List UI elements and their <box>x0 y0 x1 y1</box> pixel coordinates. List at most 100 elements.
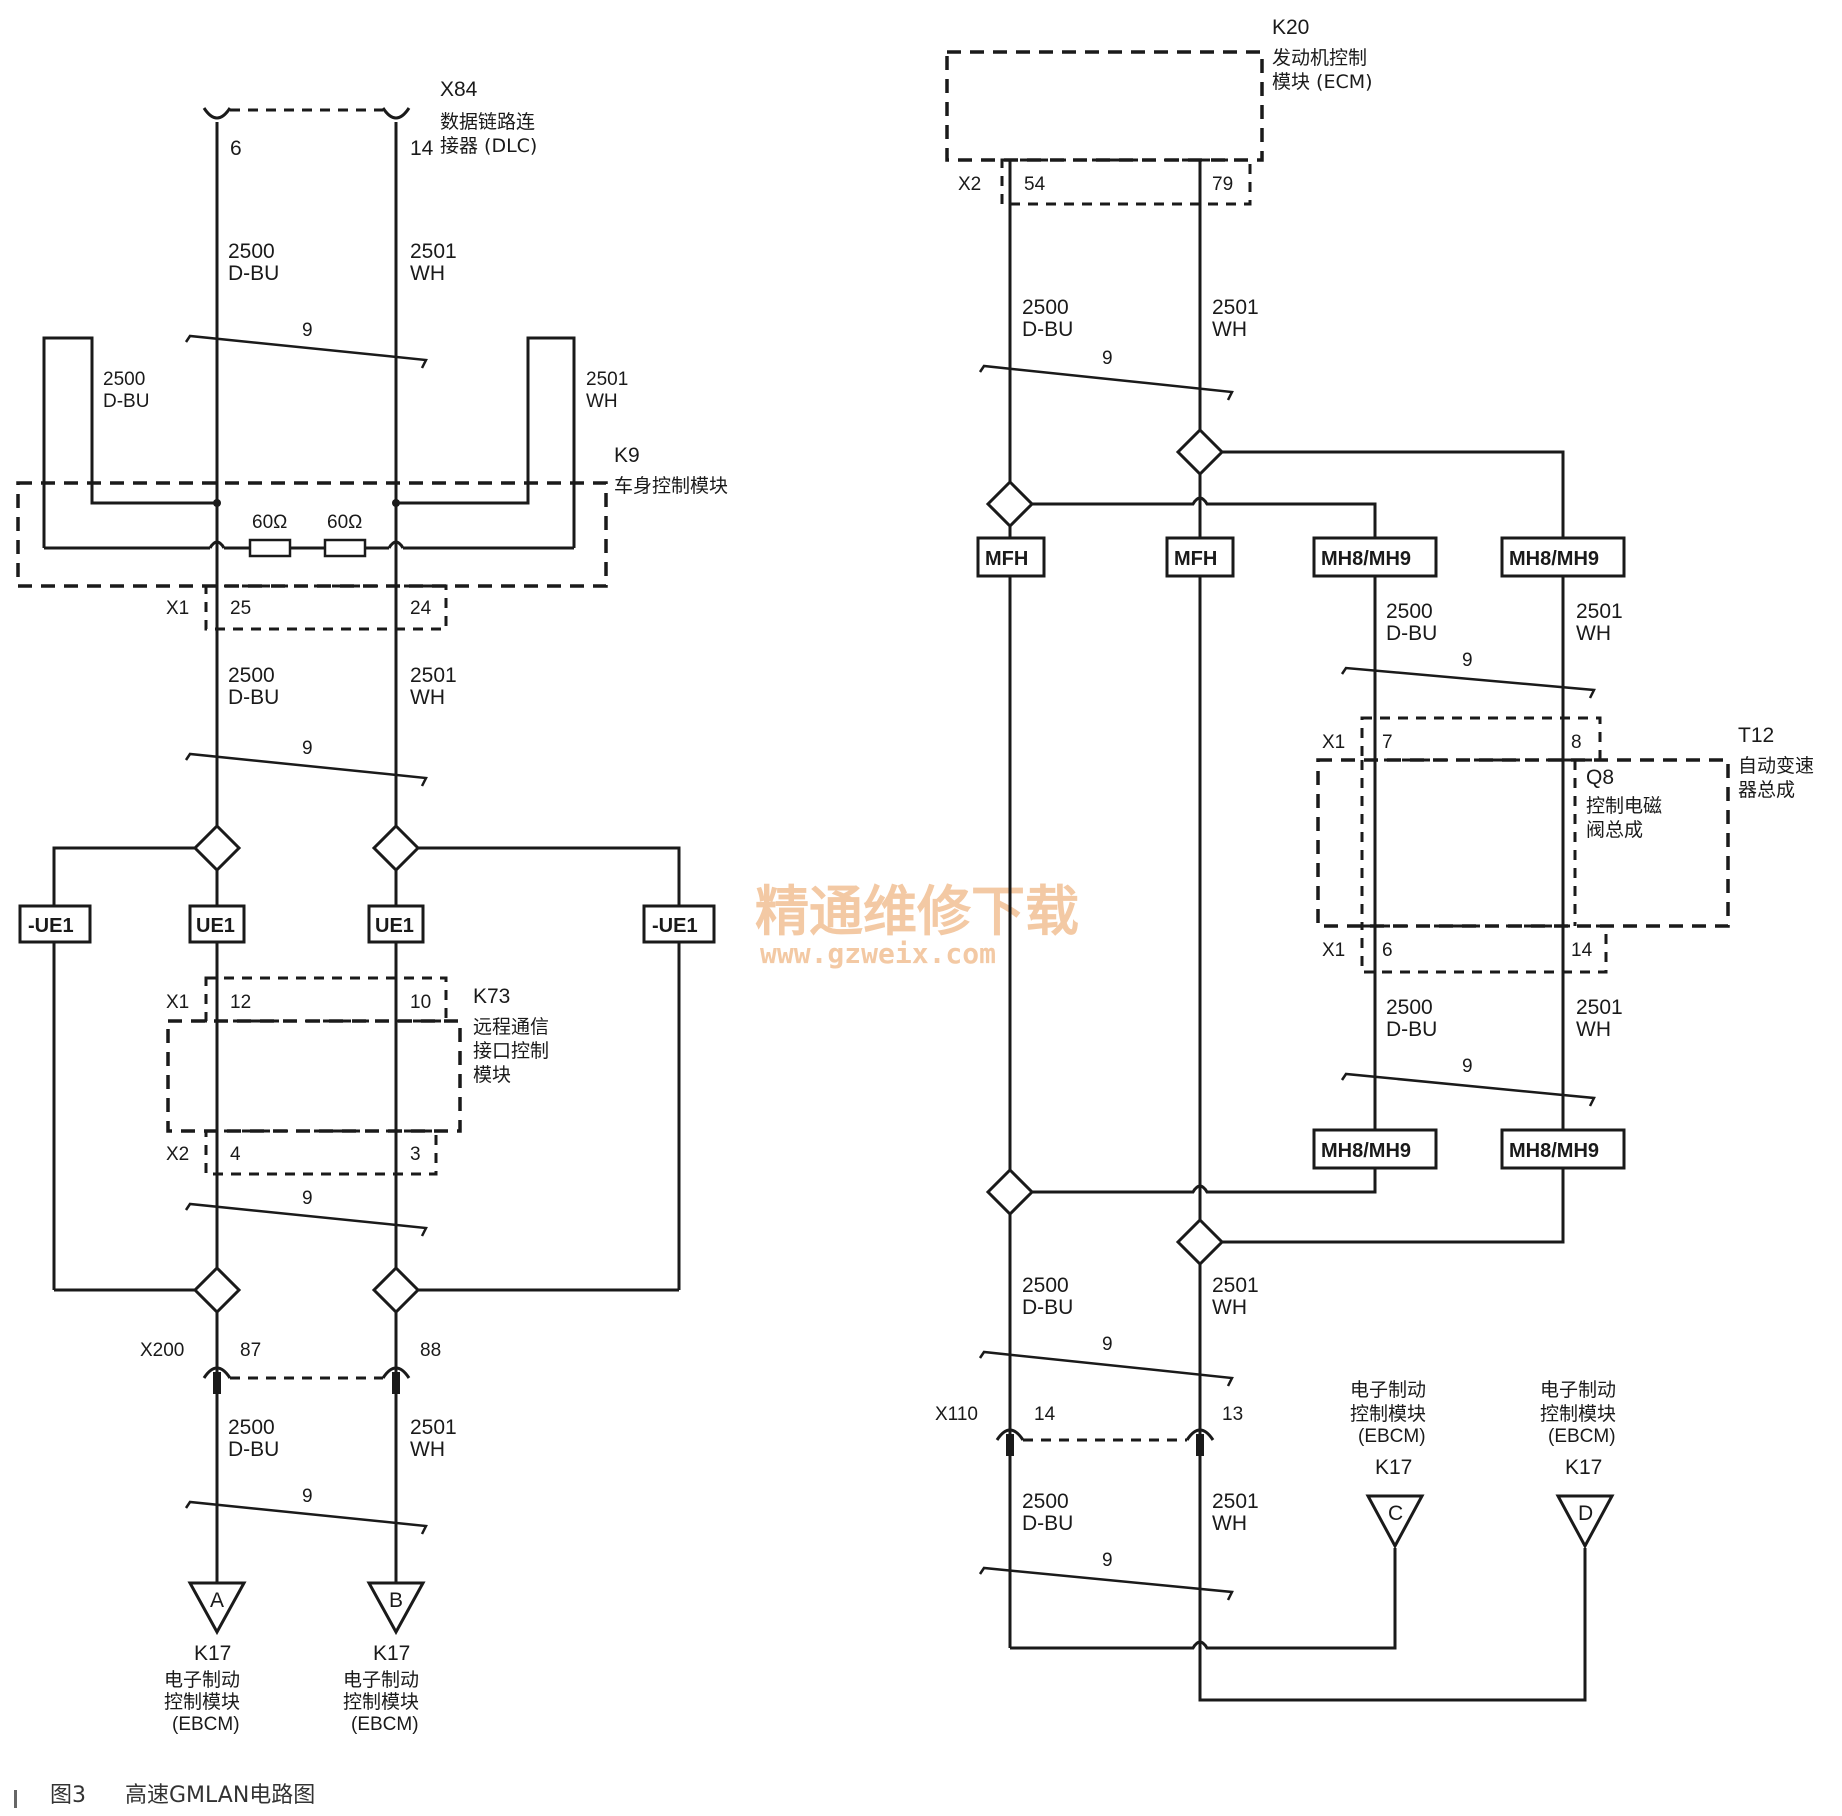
wire-label-wh: WH <box>1576 622 1611 645</box>
k73-bottom-connector <box>204 1129 438 1176</box>
t12-pin-7: 7 <box>1382 732 1393 753</box>
t12-transmission-assembly: X1 7 8 T12 自动变速 器总成 Q8 控制电磁 阀总成 X1 6 14 <box>1316 716 1814 974</box>
x200-pin-87: 87 <box>240 1340 261 1361</box>
k9-crossover-left <box>208 540 226 549</box>
x110-connector: X110 14 13 <box>935 1404 1243 1456</box>
q8-name-1: 控制电磁 <box>1586 795 1662 817</box>
terminal-triangle <box>366 1581 426 1636</box>
twist-marker <box>1340 1072 1596 1107</box>
branch-mh-to-blue <box>1032 1168 1377 1194</box>
branch-mh-to-white <box>1222 1168 1565 1244</box>
terminal-abbr: (EBCM) <box>172 1714 240 1735</box>
splice-label: MH8/MH9 <box>1509 548 1599 570</box>
terminal-b: B K17 电子制动 控制模块 (EBCM) <box>343 1581 426 1735</box>
q8-name-2: 阀总成 <box>1586 819 1643 841</box>
k9-outline <box>16 481 608 588</box>
branch-blue-to-mh <box>1032 496 1377 544</box>
t12-name-1: 自动变速 <box>1738 755 1814 777</box>
branch-white-to-mh <box>1220 450 1565 544</box>
k9-blue-loop <box>42 336 217 548</box>
x110-pin14-body <box>1006 1434 1014 1456</box>
t12-bottom-connector <box>1360 924 1608 974</box>
k73-pin-10: 10 <box>410 992 431 1013</box>
twist-label: 9 <box>302 1188 313 1209</box>
splice-diamond <box>371 823 421 873</box>
x200-connector: X200 87 88 <box>140 1340 441 1394</box>
splice-diamond <box>192 1265 242 1315</box>
splice-diamond <box>192 823 242 873</box>
twist-label: 9 <box>302 320 313 341</box>
t12-outline <box>1316 758 1730 928</box>
splice-label: UE1 <box>375 915 414 937</box>
white-to-terminal-d <box>1198 1548 1587 1702</box>
twist-label: 9 <box>1102 1334 1113 1355</box>
wire-label-dbu: D-BU <box>1022 1512 1073 1535</box>
watermark-text: 精通维修下载 <box>755 880 1079 943</box>
splice-mh-white-top: MH8/MH9 <box>1500 536 1626 578</box>
wire-label-wh: WH <box>1212 1296 1247 1319</box>
terminal-name-2: 控制模块 <box>1350 1403 1426 1425</box>
wire-label-2500: 2500 <box>1386 600 1433 623</box>
t12-pin-8: 8 <box>1571 732 1582 753</box>
wire-label-dbu: D-BU <box>1022 1296 1073 1319</box>
k73-outline <box>166 1019 462 1133</box>
terminal-id: K17 <box>1375 1456 1412 1479</box>
x110-id: X110 <box>935 1404 978 1425</box>
k73-conn-bottom: X2 <box>166 1144 189 1165</box>
terminal-a: A K17 电子制动 控制模块 (EBCM) <box>164 1581 247 1735</box>
k73-name-1: 远程通信 <box>473 1016 549 1038</box>
wire-label-2500: 2500 <box>1386 996 1433 1019</box>
t12-id: T12 <box>1738 724 1774 747</box>
k73-pin-4: 4 <box>230 1144 241 1165</box>
branch-neg-ue1-left <box>52 846 196 912</box>
terminal-name-1: 电子制动 <box>1540 1379 1616 1401</box>
x200-id: X200 <box>140 1340 184 1361</box>
k9-conn-id: X1 <box>166 598 189 619</box>
k9-pin-25: 25 <box>230 598 251 619</box>
terminal-name-2: 控制模块 <box>1540 1403 1616 1425</box>
x110-pin-13: 13 <box>1222 1404 1243 1425</box>
x84-pin-6: 6 <box>230 137 242 160</box>
k9-connector-outline <box>204 584 448 631</box>
k20-outline <box>945 50 1264 162</box>
twist-label: 9 <box>1462 1056 1473 1077</box>
resistor-2-value: 60Ω <box>327 512 362 533</box>
wire-label-wh: WH <box>1212 318 1247 341</box>
x110-pin13-body <box>1196 1434 1204 1456</box>
wire-label-dbu: D-BU <box>228 686 279 709</box>
wire-label-2500: 2500 <box>1022 1490 1069 1513</box>
splice-ue1-left: UE1 <box>188 904 246 944</box>
resistor-2 <box>323 538 367 558</box>
watermark-url: www.gzweix.com <box>760 937 996 970</box>
k9-body-control-module: 60Ω 60Ω 2500 D-BU 2501 WH K9 车身控制模块 X1 2… <box>16 336 728 631</box>
wire-label-2501: 2501 <box>1576 600 1623 623</box>
twist-label: 9 <box>1462 650 1473 671</box>
splice-mh-white-bottom: MH8/MH9 <box>1500 1128 1626 1170</box>
splice-label: -UE1 <box>28 915 74 937</box>
wire-label-wh: WH <box>1576 1018 1611 1041</box>
splice-mh-blue-top: MH8/MH9 <box>1312 536 1438 578</box>
blue-to-terminal-c <box>1010 1548 1397 1650</box>
x84-name-2: 接器 (DLC) <box>440 135 537 157</box>
splice-ue1-right: UE1 <box>367 904 425 944</box>
splice-diamond <box>985 1167 1035 1217</box>
k20-name-2: 模块 (ECM) <box>1272 71 1373 93</box>
wire-label-dbu: D-BU <box>228 1438 279 1461</box>
terminal-name-1: 电子制动 <box>164 1669 240 1691</box>
t12-pin-14: 14 <box>1571 940 1593 961</box>
k73-interior <box>219 1023 394 1129</box>
wire-label-dbu: D-BU <box>1022 318 1073 341</box>
wire-label-2501: 2501 <box>410 1416 457 1439</box>
wire-label-2501: 2501 <box>410 240 457 263</box>
twist-marker <box>978 1566 1234 1601</box>
t12-conn-top: X1 <box>1322 732 1345 753</box>
terminal-letter: A <box>210 1589 224 1612</box>
wire-label-2500: 2500 <box>228 1416 275 1439</box>
twist-marker <box>1340 666 1596 699</box>
wire-label-2500: 2500 <box>1022 1274 1069 1297</box>
dlc-pin6-symbol <box>202 107 232 120</box>
twist-marker <box>184 1202 428 1237</box>
splice-label: MFH <box>985 548 1028 570</box>
terminal-abbr: (EBCM) <box>1358 1426 1426 1447</box>
